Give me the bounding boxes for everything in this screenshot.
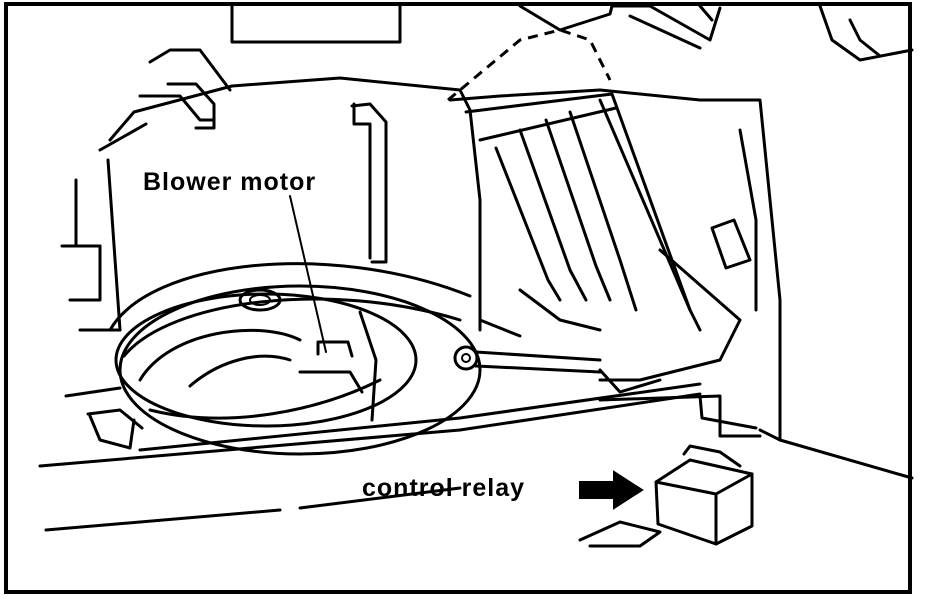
blower-motor-leader-line <box>289 195 327 353</box>
air-duct <box>447 28 752 394</box>
control-relay-arrow <box>579 470 644 510</box>
diagram-frame <box>4 2 912 594</box>
control-relay-box <box>654 444 754 546</box>
blower-housing <box>86 88 482 456</box>
blower-motor-label: Blower motor <box>143 168 317 196</box>
door-link-rod <box>453 345 602 374</box>
dashboard-structure <box>60 4 914 442</box>
control-relay-label: control relay <box>362 474 526 502</box>
lower-panel <box>38 382 914 548</box>
